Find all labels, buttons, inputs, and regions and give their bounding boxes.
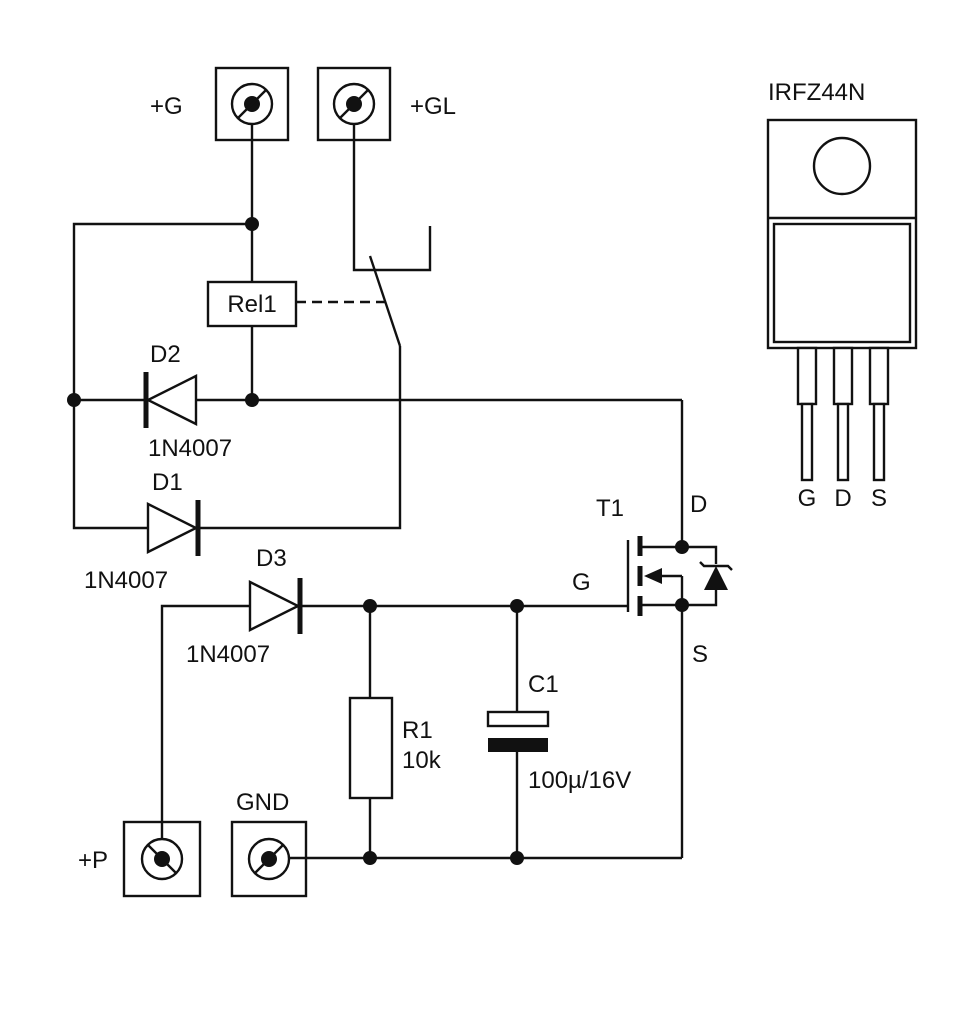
terminal-p-label: +P: [78, 847, 108, 874]
diode-d3-part: 1N4007: [186, 641, 270, 668]
mosfet-t1: [626, 536, 733, 616]
package-pin-g: G: [798, 485, 817, 512]
diode-d2-part: 1N4007: [148, 435, 232, 462]
diode-d1-name: D1: [152, 469, 183, 496]
to220-package: [766, 118, 918, 482]
capacitor-name: C1: [528, 671, 559, 698]
diode-d3: [248, 578, 303, 634]
resistor-r1: [348, 696, 394, 800]
relay-label: Rel1: [227, 291, 276, 318]
junction-dots: [67, 217, 689, 865]
mosfet-gate-label: G: [572, 569, 591, 596]
capacitor-value: 100µ/16V: [528, 767, 631, 794]
resistor-name: R1: [402, 717, 433, 744]
diode-d1: [146, 500, 201, 556]
terminal-gl-label: +GL: [410, 93, 456, 120]
diode-d2: [143, 372, 198, 428]
wires: [72, 124, 684, 860]
diode-d3-name: D3: [256, 545, 287, 572]
package-title: IRFZ44N: [768, 79, 865, 106]
terminal-gnd-label: GND: [236, 789, 289, 816]
resistor-value: 10k: [402, 747, 442, 774]
terminal-g-label: +G: [150, 93, 183, 120]
package-pin-s: S: [871, 485, 887, 512]
capacitor-c1: [486, 710, 550, 752]
mosfet-source-label: S: [692, 641, 708, 668]
mosfet-drain-label: D: [690, 491, 707, 518]
diode-d2-name: D2: [150, 341, 181, 368]
diode-d1-part: 1N4007: [84, 567, 168, 594]
mosfet-name: T1: [596, 495, 624, 522]
package-pin-d: D: [834, 485, 851, 512]
relay-rel1: [206, 280, 298, 328]
